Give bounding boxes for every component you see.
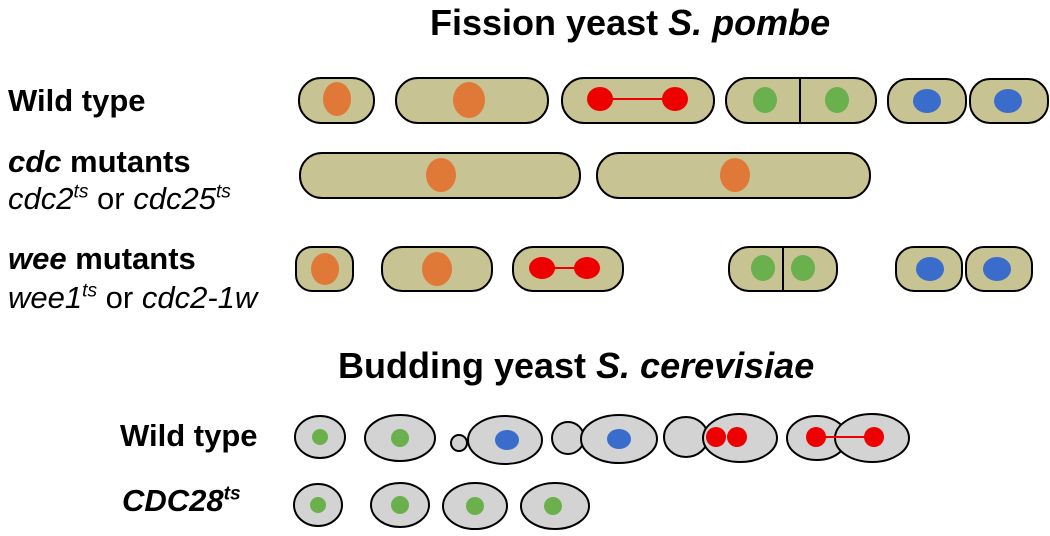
- budding-species-name: S. cerevisiae: [596, 345, 815, 386]
- mitotic-nucleus: [574, 257, 600, 279]
- cdc-gene-name: cdc: [8, 144, 62, 179]
- mitotic-nucleus: [727, 427, 747, 447]
- g2-nucleus: [311, 253, 339, 285]
- g1-nucleus: [466, 497, 484, 515]
- mitotic-nucleus: [706, 427, 726, 447]
- g2-nucleus: [453, 82, 485, 118]
- g1-nucleus: [312, 429, 328, 445]
- mitotic-nucleus: [587, 87, 613, 111]
- s-phase-nucleus: [607, 429, 631, 449]
- cdc-mutants-label: cdc mutants: [8, 146, 191, 177]
- g2-nucleus: [426, 158, 456, 192]
- cdc-alleles-label: cdc2ts or cdc25ts: [8, 183, 231, 214]
- budding-title-text: Budding yeast: [338, 345, 597, 386]
- s-phase-nucleus: [994, 89, 1022, 113]
- budding-yeast-title: Budding yeast S. cerevisiae: [338, 345, 814, 387]
- g1-nucleus: [791, 255, 815, 281]
- cdc2-allele: cdc2: [8, 181, 74, 216]
- wee-gene-name: wee: [8, 241, 67, 276]
- cdc-mutants-text: mutants: [61, 144, 191, 179]
- s-phase-nucleus: [495, 430, 519, 450]
- s-phase-nucleus: [916, 257, 944, 281]
- g1-nucleus: [391, 429, 409, 447]
- bud: [663, 416, 709, 458]
- g2-nucleus: [323, 82, 351, 116]
- wee1-allele: wee1: [8, 280, 83, 315]
- g1-nucleus: [825, 87, 849, 113]
- g1-nucleus: [391, 496, 409, 514]
- cdc28-label: CDC28ts: [122, 485, 241, 516]
- g1-nucleus: [544, 497, 562, 515]
- cdc28-gene-name: CDC28: [122, 483, 224, 518]
- mitotic-nucleus: [662, 87, 688, 111]
- fission-species-name: S. pombe: [668, 2, 831, 43]
- mitotic-nucleus: [864, 427, 884, 447]
- budding-wild-type-label: Wild type: [120, 418, 258, 453]
- cdc2-1w-allele: cdc2-1w: [141, 280, 258, 315]
- s-phase-nucleus: [983, 257, 1011, 281]
- or-text: or: [88, 181, 134, 216]
- mitotic-nucleus: [806, 427, 826, 447]
- g1-nucleus: [753, 87, 777, 113]
- fission-yeast-title: Fission yeast S. pombe: [430, 2, 830, 44]
- bud: [551, 421, 585, 455]
- ts-superscript: ts: [82, 280, 98, 302]
- fission-title-text: Fission yeast: [430, 2, 669, 43]
- ts-superscript: ts: [223, 483, 241, 505]
- ts-superscript: ts: [215, 181, 231, 203]
- g2-nucleus: [720, 158, 750, 192]
- g1-nucleus: [310, 497, 326, 513]
- bud: [450, 434, 468, 452]
- fission-wild-type-label: Wild type: [8, 83, 146, 118]
- s-phase-nucleus: [913, 89, 941, 113]
- mitotic-nucleus: [529, 257, 555, 279]
- ts-superscript: ts: [73, 181, 89, 203]
- fission-cell: [561, 77, 715, 124]
- g2-nucleus: [422, 252, 452, 286]
- wee-mutants-text: mutants: [66, 241, 196, 276]
- wee-alleles-label: wee1ts or cdc2-1w: [8, 282, 257, 313]
- or-text: or: [97, 280, 142, 315]
- g1-nucleus: [751, 255, 775, 281]
- wee-mutants-label: wee mutants: [8, 243, 196, 274]
- cdc25-allele: cdc25: [133, 181, 216, 216]
